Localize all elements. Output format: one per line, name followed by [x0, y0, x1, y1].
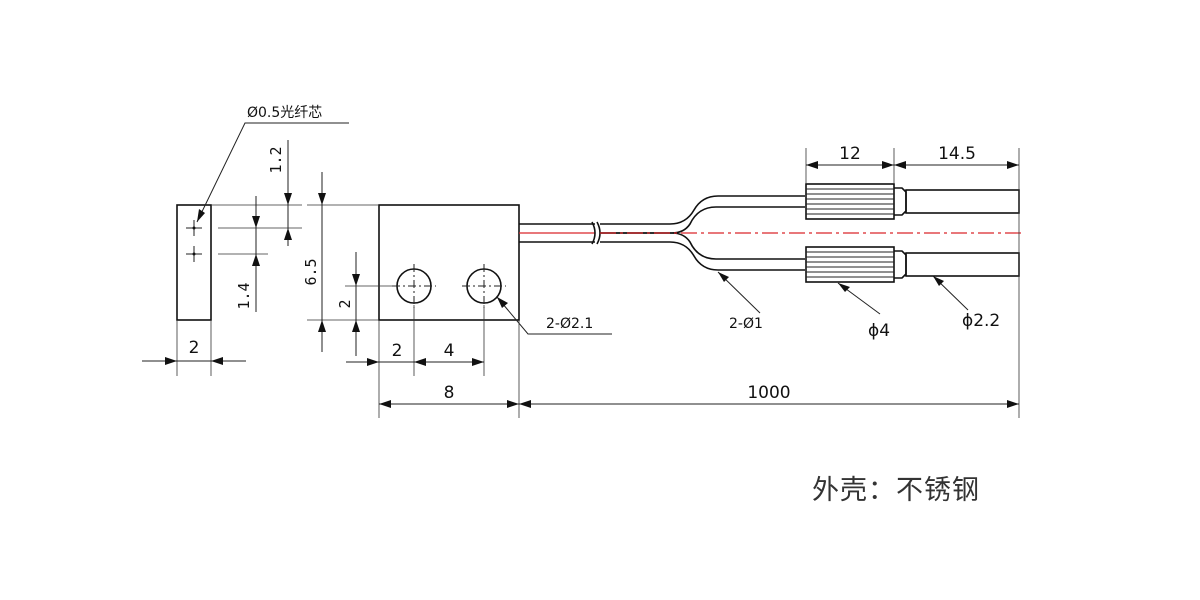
front-view: 6.5 2 2 4 2-Ø2.1: [302, 172, 612, 418]
tip-length-dim: 14.5: [938, 144, 976, 164]
overall-dims: 8 1000: [379, 320, 1019, 418]
fiber-spacing-dim: 1.4: [235, 282, 253, 309]
mount-hole-left: [392, 264, 436, 308]
hole-spacing-dim: 4: [444, 341, 455, 361]
cable-dia-callout: ϕ2.2: [962, 311, 1000, 331]
hole-offset-h-dim: 2: [392, 341, 403, 361]
sleeve-upper: [805, 183, 1020, 220]
hole-offset-v-dim: 2: [336, 299, 354, 308]
side-view: 2 1.2 1.4 Ø0.5光纤芯: [142, 105, 349, 376]
cable-callouts: 2-Ø1 ϕ4 ϕ2.2: [717, 271, 1000, 341]
body-width-dim: 8: [444, 383, 455, 403]
fiber-dia-callout: 2-Ø1: [729, 316, 763, 332]
material-note: 外壳：不锈钢: [812, 475, 980, 506]
side-width-dim: 2: [189, 338, 200, 358]
sleeve-length-dim: 12: [839, 144, 861, 164]
fiber-core-callout: Ø0.5光纤芯: [247, 105, 322, 121]
body-height-dim: 6.5: [302, 258, 320, 285]
sleeve-dims: 12 14.5: [805, 144, 1020, 418]
fiber-offset-top-dim: 1.2: [267, 146, 285, 173]
mount-hole-right: [462, 264, 506, 308]
front-view-body: [378, 204, 520, 321]
mount-holes-callout: 2-Ø2.1: [546, 316, 593, 332]
sleeve-dia-callout: ϕ4: [868, 321, 890, 341]
side-view-body: [176, 204, 212, 321]
fiber-cables: [519, 195, 1022, 271]
sleeve-lower: [805, 246, 1020, 283]
cable-length-dim: 1000: [747, 383, 790, 403]
